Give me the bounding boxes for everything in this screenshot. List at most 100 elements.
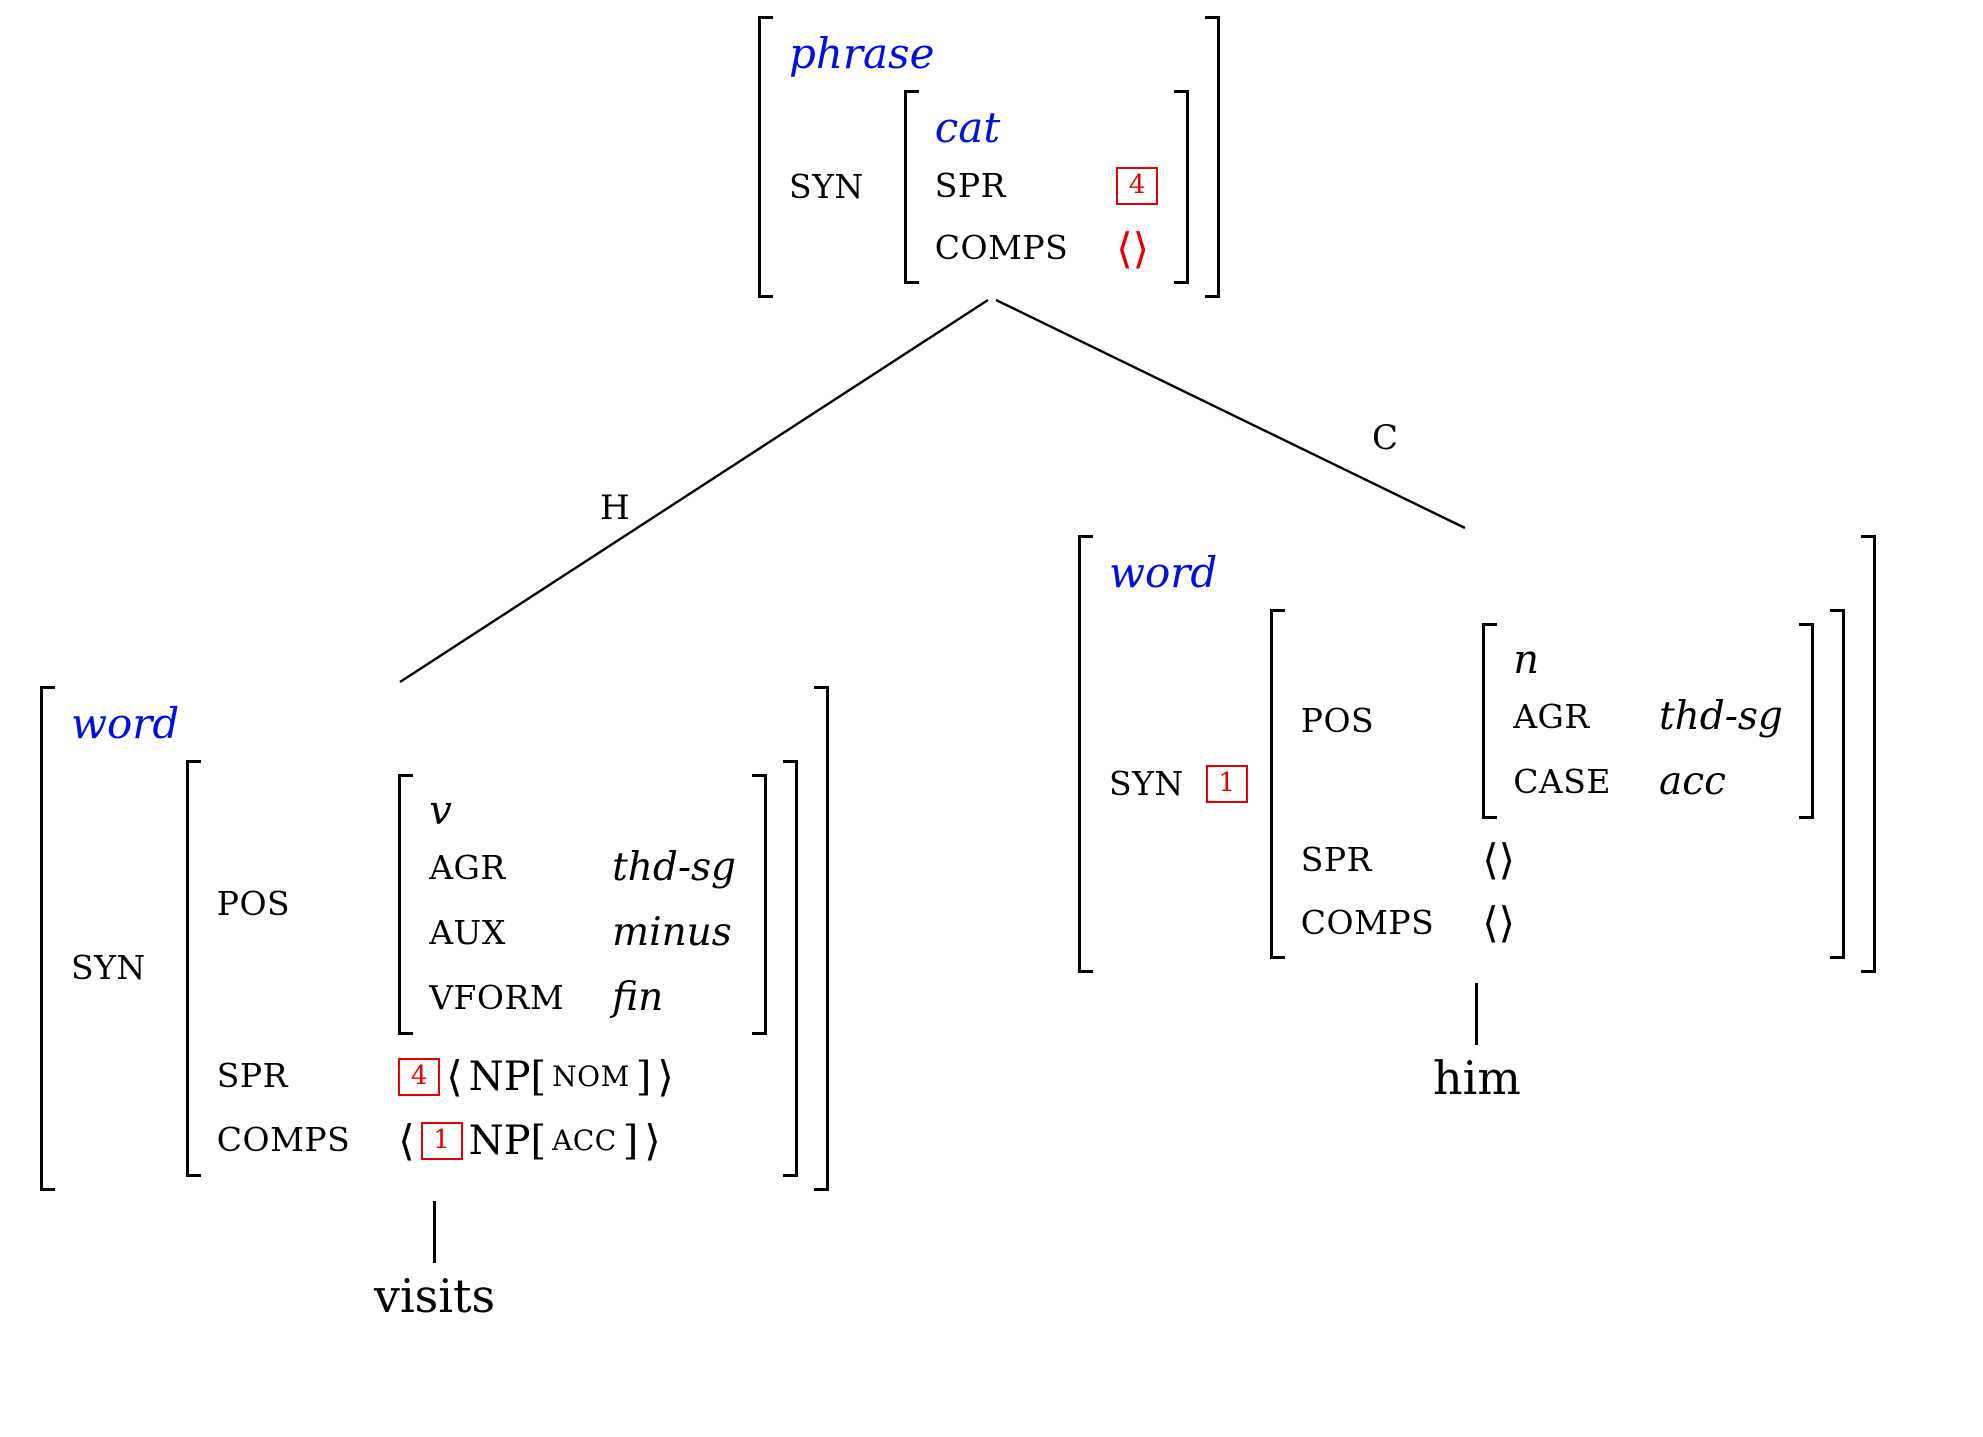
empty-list: ⟨⟩ bbox=[1482, 898, 1515, 948]
np-label: NP[ bbox=[468, 1053, 547, 1100]
feature-agr: AGR bbox=[1513, 697, 1590, 737]
pos-value: v AGR thd-sg AUX minus VFORM fin bbox=[398, 774, 768, 1035]
head-pos-avm: v AGR thd-sg AUX minus VFORM fin bbox=[398, 774, 768, 1035]
left-bracket bbox=[40, 686, 55, 1191]
left-bracket bbox=[1269, 609, 1285, 959]
cat-avm-body: cat SPR 4 COMPS ⟨⟩ bbox=[919, 90, 1174, 284]
head-syn-avm: POS v AGR thd-sg bbox=[185, 760, 799, 1177]
head-pos-features: AGR thd-sg AUX minus VFORM fin bbox=[429, 845, 737, 1021]
feature-agr: AGR bbox=[429, 848, 506, 888]
feature-comps: COMPS bbox=[1300, 902, 1435, 942]
comp-pos-avm: n AGR thd-sg CASE acc bbox=[1482, 623, 1814, 819]
right-angle: ⟩ bbox=[644, 1115, 661, 1165]
root-avm: phrase SYN cat SPR 4 COMPS bbox=[758, 16, 1221, 299]
right-bracket bbox=[1174, 90, 1190, 285]
avm-type-word: word bbox=[71, 699, 180, 748]
head-subtree: word SYN POS bbox=[40, 686, 830, 1323]
cat-avm: cat SPR 4 COMPS ⟨⟩ bbox=[903, 90, 1190, 285]
head-edge-line bbox=[399, 298, 989, 684]
tag-box-1: 1 bbox=[420, 1121, 463, 1160]
left-angle: ⟨ bbox=[398, 1115, 415, 1165]
avm-type-cat: cat bbox=[934, 103, 1001, 153]
head-syn-row: SYN POS v bbox=[71, 760, 799, 1177]
vform-value: fin bbox=[612, 974, 664, 1020]
feature-syn: SYN bbox=[71, 948, 146, 988]
terminal-visits: visits bbox=[373, 1268, 496, 1323]
feature-syn: SYN bbox=[1109, 763, 1184, 803]
left-bracket bbox=[903, 90, 919, 285]
root-avm-body: phrase SYN cat SPR 4 COMPS bbox=[773, 16, 1205, 298]
comp-word-avm: word SYN 1 POS bbox=[1078, 535, 1876, 973]
tag-box-4: 4 bbox=[1116, 167, 1159, 205]
left-bracket bbox=[1078, 535, 1093, 973]
agr-value: thd-sg bbox=[1658, 694, 1783, 740]
comp-pos-avm-body: n AGR thd-sg CASE acc bbox=[1497, 623, 1799, 819]
terminal-him: him bbox=[1432, 1050, 1521, 1105]
comps-value: ⟨⟩ bbox=[1116, 223, 1149, 273]
feature-comps: COMPS bbox=[216, 1120, 351, 1160]
feature-case: CASE bbox=[1513, 762, 1611, 802]
right-bracket bbox=[1798, 623, 1814, 819]
feature-aux: AUX bbox=[429, 913, 506, 953]
aux-value: minus bbox=[612, 910, 732, 956]
comp-edge-label: C bbox=[1372, 418, 1399, 458]
comp-subtree: word SYN 1 POS bbox=[1078, 535, 1876, 1103]
head-edge-label: H bbox=[600, 488, 630, 528]
comp-syn-avm-body: POS n AGR thd-sg bbox=[1285, 609, 1830, 958]
right-bracket bbox=[783, 760, 799, 1177]
comps-value: ⟨ 1 NP[ ACC ] ⟩ bbox=[398, 1119, 661, 1163]
avm-type-v: v bbox=[429, 788, 452, 835]
comp-pos-features: AGR thd-sg CASE acc bbox=[1513, 694, 1783, 805]
root-syn-row: SYN cat SPR 4 COMPS ⟨⟩ bbox=[789, 90, 1190, 285]
feature-spr: SPR bbox=[934, 165, 1006, 205]
feature-pos: POS bbox=[1300, 700, 1375, 740]
avm-type-word: word bbox=[1109, 548, 1218, 597]
right-bracket bbox=[1205, 16, 1221, 299]
spr-value: 4 bbox=[1116, 167, 1159, 205]
tag-box-4: 4 bbox=[398, 1057, 441, 1096]
avm-type-phrase: phrase bbox=[789, 29, 935, 78]
right-angle: ⟩ bbox=[657, 1051, 674, 1101]
closing-bracket: ] bbox=[622, 1117, 639, 1164]
comp-stem-line bbox=[1475, 982, 1479, 1045]
comp-syn-row: SYN 1 POS n bbox=[1109, 609, 1845, 959]
right-bracket bbox=[814, 686, 830, 1191]
closing-bracket: ] bbox=[635, 1053, 652, 1100]
head-syn-avm-body: POS v AGR thd-sg bbox=[201, 760, 783, 1177]
tag-box-1: 1 bbox=[1205, 765, 1248, 803]
comp-edge-line bbox=[995, 298, 1466, 530]
comp-syn-features: POS n AGR thd-sg bbox=[1301, 623, 1814, 944]
np-label: NP[ bbox=[468, 1117, 547, 1164]
case-nom: NOM bbox=[552, 1060, 630, 1094]
case-value: acc bbox=[1658, 759, 1726, 805]
feature-pos: POS bbox=[216, 884, 291, 924]
left-bracket bbox=[185, 760, 201, 1177]
head-pos-avm-body: v AGR thd-sg AUX minus VFORM fin bbox=[413, 774, 752, 1035]
feature-comps: COMPS bbox=[934, 228, 1069, 268]
feature-spr: SPR bbox=[216, 1056, 288, 1096]
left-bracket bbox=[398, 774, 414, 1035]
spr-value: ⟨⟩ bbox=[1482, 839, 1515, 881]
empty-list: ⟨⟩ bbox=[1482, 835, 1515, 885]
feature-spr: SPR bbox=[1300, 839, 1372, 879]
feature-vform: VFORM bbox=[429, 977, 565, 1017]
right-bracket bbox=[752, 774, 768, 1035]
avm-type-n: n bbox=[1513, 637, 1539, 684]
empty-list: ⟨⟩ bbox=[1116, 223, 1149, 273]
head-word-avm: word SYN POS bbox=[40, 686, 830, 1191]
right-bracket bbox=[1860, 535, 1876, 973]
pos-value: n AGR thd-sg CASE acc bbox=[1482, 623, 1814, 819]
head-avm-body: word SYN POS bbox=[55, 686, 814, 1191]
spr-value: 4 ⟨ NP[ NOM ] ⟩ bbox=[398, 1055, 674, 1099]
feature-syn: SYN bbox=[789, 166, 864, 206]
comp-avm-body: word SYN 1 POS bbox=[1093, 535, 1861, 973]
comp-syn-avm: POS n AGR thd-sg bbox=[1269, 609, 1845, 959]
left-angle: ⟨ bbox=[446, 1051, 463, 1101]
cat-features: SPR 4 COMPS ⟨⟩ bbox=[934, 165, 1159, 273]
comps-value: ⟨⟩ bbox=[1482, 902, 1515, 944]
right-bracket bbox=[1829, 609, 1845, 959]
left-bracket bbox=[1482, 623, 1498, 819]
agr-value: thd-sg bbox=[612, 845, 737, 891]
left-bracket bbox=[758, 16, 773, 299]
